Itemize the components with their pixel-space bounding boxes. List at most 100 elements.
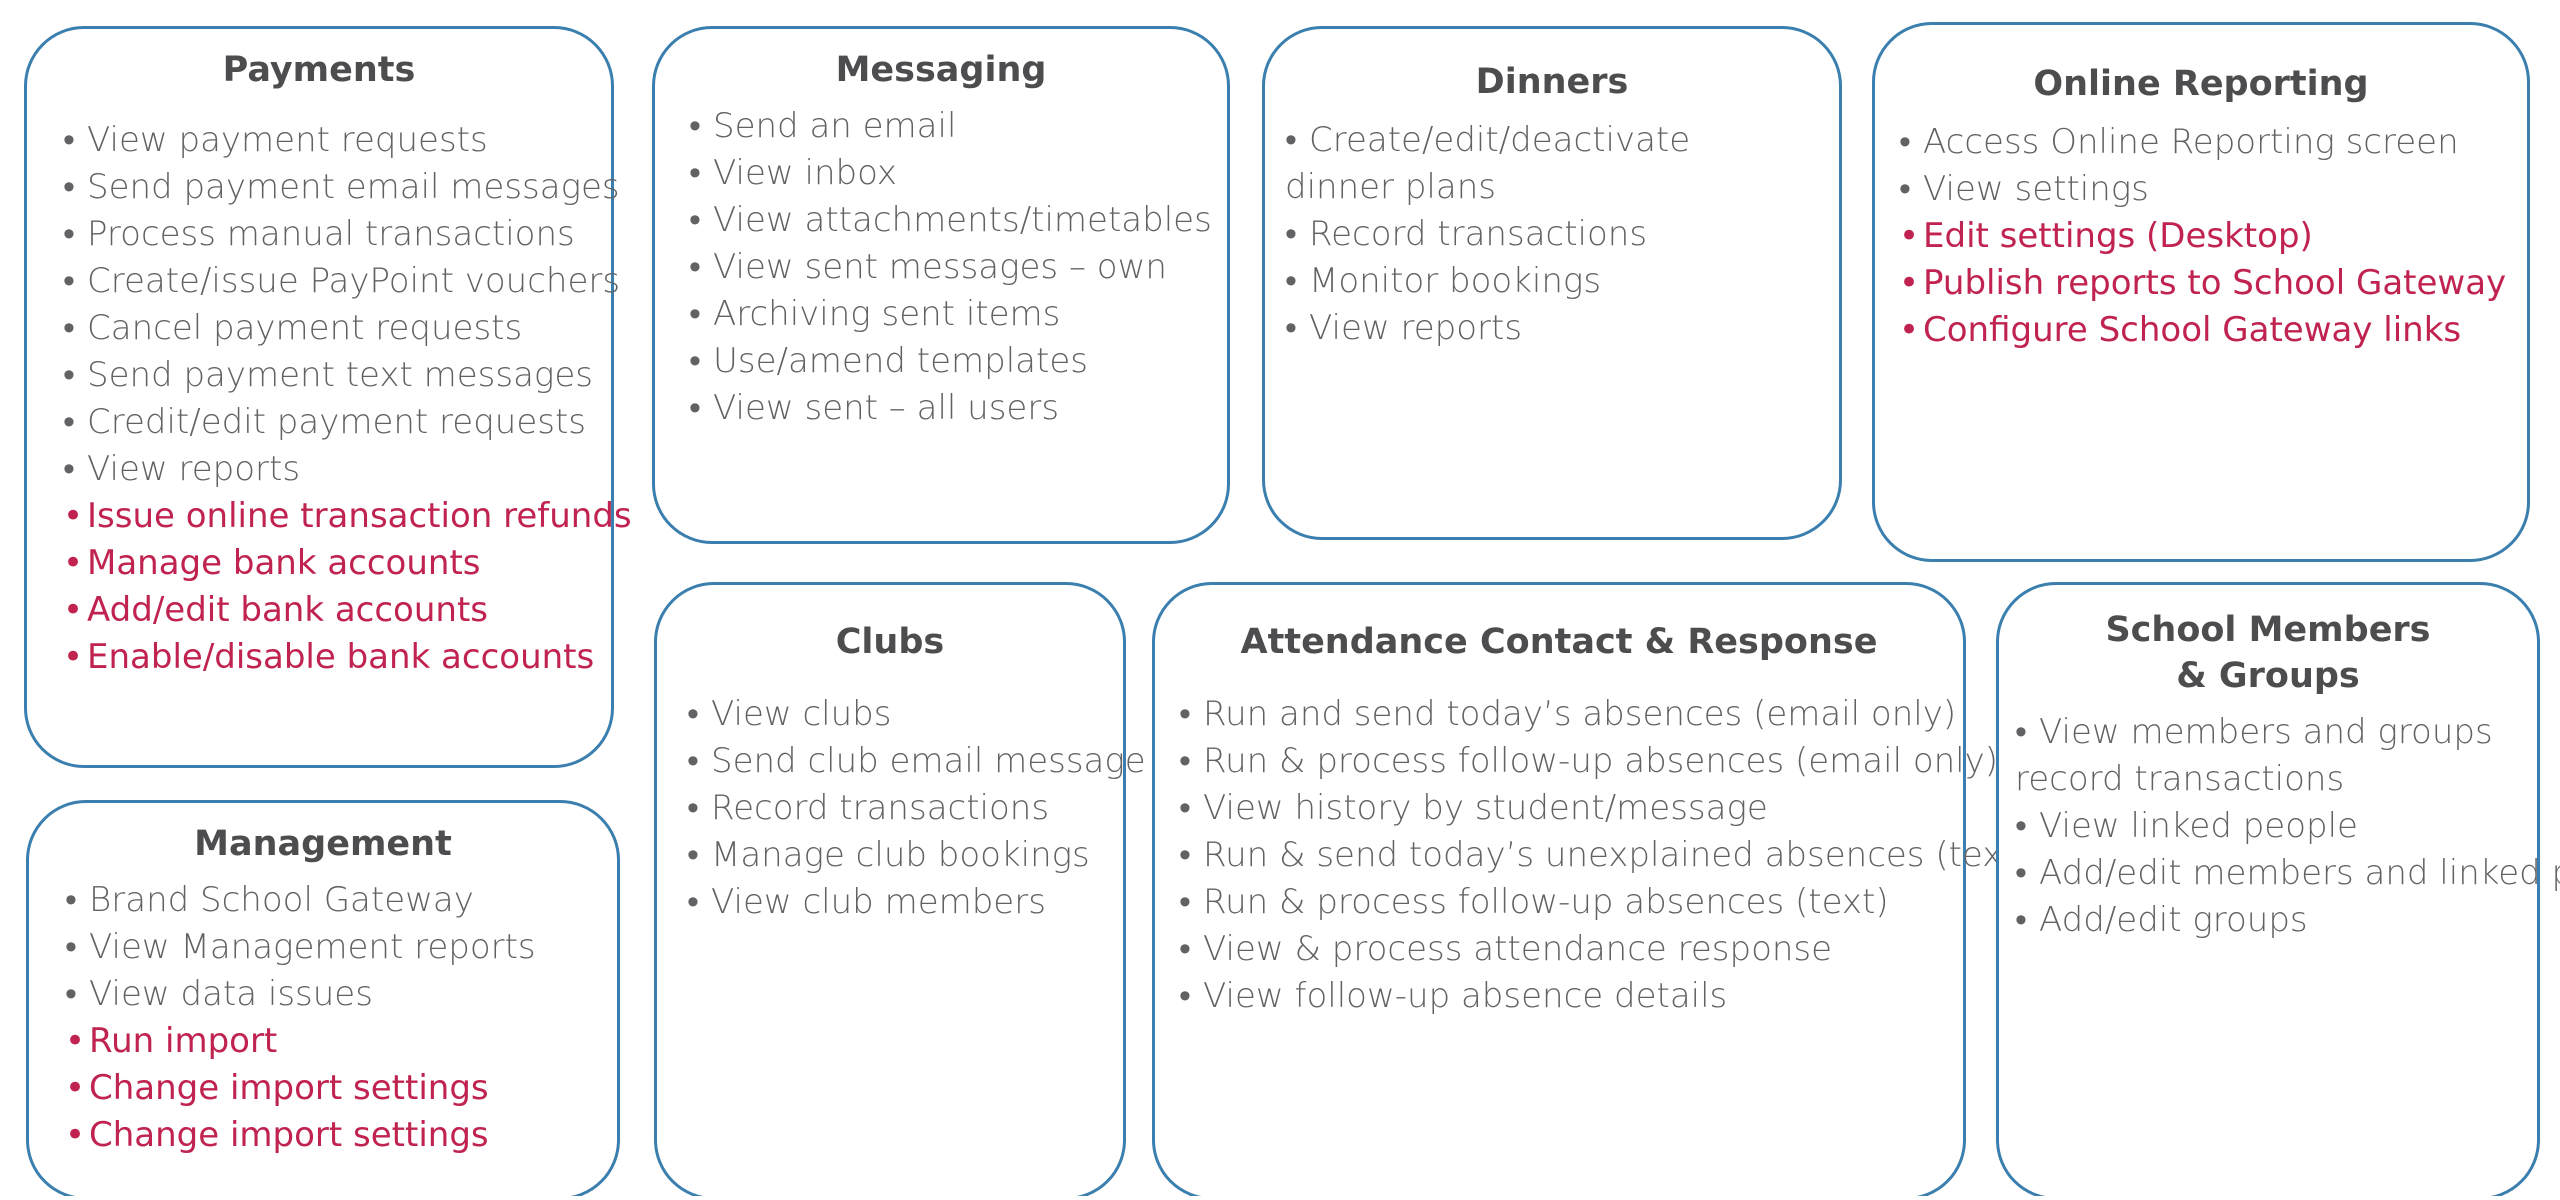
- admin-permission-item: Configure School Gateway links: [1899, 307, 2499, 354]
- permission-item: Run & process follow-up absences (text): [1179, 879, 1963, 926]
- bullet-icon: [65, 924, 89, 971]
- school-members-card-title: School Members & Groups: [2105, 610, 2431, 696]
- bullet-icon: [1899, 260, 1923, 307]
- bullet-icon: [63, 352, 87, 399]
- permission-label: Send an email: [713, 106, 957, 146]
- permission-label: View payment requests: [87, 120, 488, 160]
- permission-label: Process manual transactions: [87, 214, 575, 254]
- permission-label: View follow-up absence details: [1203, 976, 1728, 1016]
- permission-label: View members and groups record transacti…: [2015, 712, 2493, 799]
- permission-label: View history by student/message: [1203, 788, 1768, 828]
- payments-card-title: Payments: [222, 50, 416, 90]
- bullet-icon: [63, 164, 87, 211]
- permission-item: View members and groups record transacti…: [2015, 709, 2515, 803]
- bullet-icon: [687, 691, 711, 738]
- permission-item: Create/issue PayPoint vouchers: [63, 258, 620, 305]
- bullet-icon: [1285, 305, 1309, 352]
- permission-item: Run & send today’s unexplained absences …: [1179, 832, 2029, 879]
- permission-label: Run & process follow-up absences (text): [1203, 882, 1889, 922]
- bullet-icon: [687, 832, 711, 879]
- permission-label: Manage bank accounts: [87, 543, 481, 583]
- bullet-icon: [63, 540, 87, 587]
- permission-item: View Management reports: [65, 924, 617, 971]
- bullet-icon: [687, 785, 711, 832]
- permission-label: Add/edit bank accounts: [87, 590, 488, 630]
- permission-label: Use/amend templates: [713, 341, 1088, 381]
- payments-items: View payment requestsSend payment email …: [63, 117, 632, 681]
- payments-card: Payments View payment requestsSend payme…: [24, 26, 632, 768]
- attendance-items: Run and send today’s absences (email onl…: [1179, 691, 2029, 1020]
- bullet-icon: [63, 493, 87, 540]
- permission-label: Access Online Reporting screen: [1923, 122, 2459, 162]
- bullet-icon: [65, 1112, 89, 1159]
- permission-label: Brand School Gateway: [89, 880, 474, 920]
- permission-item: View & process attendance response: [1179, 926, 1963, 973]
- online-reporting-card-title: Online Reporting: [2033, 64, 2369, 104]
- permission-label: Enable/disable bank accounts: [87, 637, 595, 677]
- attendance-card-title: Attendance Contact & Response: [1240, 622, 1878, 662]
- attendance-card: Attendance Contact & Response Run and se…: [1152, 582, 2029, 1200]
- permission-label: Run & process follow-up absences (email …: [1203, 741, 1999, 781]
- bullet-icon: [689, 385, 713, 432]
- permission-item: View payment requests: [63, 117, 611, 164]
- permission-item: Credit/edit payment requests: [63, 399, 611, 446]
- permission-label: View data issues: [89, 974, 373, 1014]
- permission-label: Archiving sent items: [713, 294, 1061, 334]
- bullet-icon: [1179, 832, 1203, 879]
- permission-item: Send club email message: [687, 738, 1146, 785]
- bullet-icon: [687, 738, 711, 785]
- admin-permission-item: Add/edit bank accounts: [63, 587, 611, 634]
- permission-item: View club members: [687, 879, 1123, 926]
- bullet-icon: [1285, 117, 1309, 164]
- school-members-card: School Members & Groups View members and…: [1996, 582, 2560, 1200]
- bullet-icon: [63, 211, 87, 258]
- permission-item: View linked people: [2015, 803, 2515, 850]
- permission-item: View clubs: [687, 691, 1123, 738]
- dinners-card-title: Dinners: [1475, 62, 1629, 102]
- permission-label: Publish reports to School Gateway: [1923, 263, 2507, 303]
- admin-permission-item: Publish reports to School Gateway: [1899, 260, 2506, 307]
- permission-label: View sent – all users: [713, 388, 1060, 428]
- admin-permission-item: Change import settings: [65, 1112, 617, 1159]
- bullet-icon: [63, 634, 87, 681]
- messaging-items: Send an emailView inboxView attachments/…: [689, 103, 1227, 432]
- bullet-icon: [1899, 213, 1923, 260]
- admin-permission-item: Issue online transaction refunds: [63, 493, 632, 540]
- bullet-icon: [1179, 738, 1203, 785]
- bullet-icon: [63, 258, 87, 305]
- bullet-icon: [689, 150, 713, 197]
- messaging-card: Messaging Send an emailView inboxView at…: [652, 26, 1230, 544]
- bullet-icon: [689, 291, 713, 338]
- admin-permission-item: Enable/disable bank accounts: [63, 634, 611, 681]
- bullet-icon: [689, 338, 713, 385]
- permission-item: Send payment text messages: [63, 352, 611, 399]
- bullet-icon: [65, 877, 89, 924]
- permission-item: Run and send today’s absences (email onl…: [1179, 691, 1963, 738]
- permission-label: View settings: [1923, 169, 2149, 209]
- permission-label: Configure School Gateway links: [1923, 310, 2462, 350]
- permission-item: Brand School Gateway: [65, 877, 617, 924]
- permission-item: View data issues: [65, 971, 617, 1018]
- permission-item: Add/edit groups: [2015, 897, 2515, 944]
- permission-label: View reports: [1309, 308, 1523, 348]
- permission-label: Run & send today’s unexplained absences …: [1203, 835, 2029, 875]
- permission-item: Record transactions: [1285, 211, 1785, 258]
- bullet-icon: [689, 244, 713, 291]
- online-reporting-items: Access Online Reporting screenView setti…: [1899, 119, 2506, 354]
- permission-item: Access Online Reporting screen: [1899, 119, 2499, 166]
- permission-item: View reports: [63, 446, 611, 493]
- bullet-icon: [689, 103, 713, 150]
- bullet-icon: [65, 971, 89, 1018]
- permission-label: Add/edit members and linked people: [2039, 853, 2560, 893]
- management-items: Brand School GatewayView Management repo…: [65, 877, 617, 1159]
- permission-item: Send payment email messages: [63, 164, 620, 211]
- bullet-icon: [2015, 897, 2039, 944]
- permission-item: Manage club bookings: [687, 832, 1123, 879]
- permission-label: View linked people: [2039, 806, 2358, 846]
- permission-item: Monitor bookings: [1285, 258, 1785, 305]
- permission-label: Change import settings: [89, 1115, 489, 1155]
- bullet-icon: [63, 117, 87, 164]
- permission-label: Change import settings: [89, 1068, 489, 1108]
- permission-item: Send an email: [689, 103, 1227, 150]
- bullet-icon: [689, 197, 713, 244]
